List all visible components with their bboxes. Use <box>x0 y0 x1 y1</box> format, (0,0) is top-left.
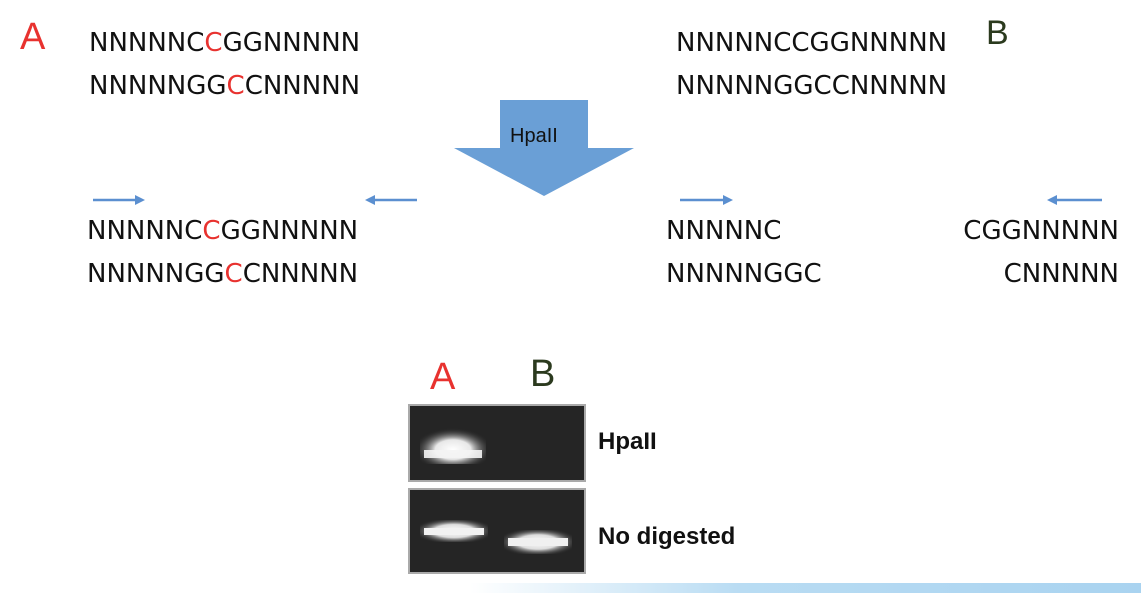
sequence-b-top-strand: NNNNNCCGGNNNNN <box>676 28 948 58</box>
panel-label-a: A <box>20 16 46 58</box>
enzyme-label: HpaII <box>510 125 558 147</box>
result-b-right-bottom-strand: CNNNNN <box>1003 259 1119 289</box>
result-a-bottom-strand: NNNNNGGCCNNNNN <box>87 259 359 289</box>
sequence-a-bottom-strand: NNNNNGGCCNNNNN <box>89 71 361 101</box>
decorative-bottom-bar <box>470 583 1141 593</box>
reverse-primer-arrow-b <box>1047 195 1102 205</box>
methylated-cytosine: C <box>224 259 243 289</box>
gel-row-label-undigested: No digested <box>598 523 736 550</box>
sequence-a-top-strand: NNNNNCCGGNNNNN <box>89 28 361 58</box>
forward-primer-arrow-b <box>680 195 733 205</box>
gel-row-label-hpaii: HpaII <box>598 428 657 455</box>
result-a-top-strand: NNNNNCCGGNNNNN <box>87 216 359 246</box>
digestion-arrow <box>454 100 634 196</box>
result-b-left-top-strand: NNNNNC <box>666 216 782 246</box>
sequence-b-bottom-strand: NNNNNGGCCNNNNN <box>676 71 948 101</box>
gel-panel-undigested <box>408 488 586 574</box>
gel-band-a-hpaii <box>420 428 486 464</box>
methylated-cytosine: C <box>202 216 221 246</box>
gel-panel-hpaii <box>408 404 586 482</box>
methylated-cytosine: C <box>204 28 223 58</box>
gel-lane-label-b: B <box>530 353 556 395</box>
reverse-primer-arrow-a <box>365 195 417 205</box>
digestion-arrow-shape <box>454 100 634 196</box>
panel-label-b: B <box>986 14 1009 52</box>
forward-primer-arrow-a <box>93 195 145 205</box>
gel-lane-label-a: A <box>430 356 456 398</box>
methylated-cytosine: C <box>226 71 245 101</box>
result-b-right-top-strand: CGGNNNNN <box>963 216 1119 246</box>
primer-arrows-a <box>93 195 417 205</box>
result-b-left-bottom-strand: NNNNNGGC <box>666 259 822 289</box>
